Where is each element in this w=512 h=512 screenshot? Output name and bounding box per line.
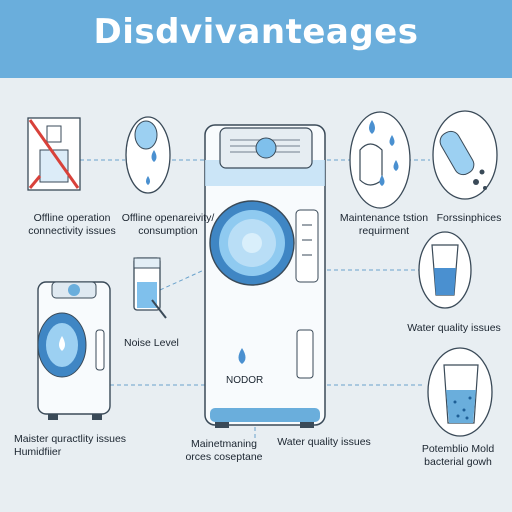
label-noise-level: Noise Level — [124, 337, 179, 349]
label-offline-openareivity-line2: consumption — [138, 224, 198, 237]
label-mainetmaning-line1: Mainetmaning — [191, 438, 257, 450]
central-humidifier — [204, 124, 326, 428]
label-mold-line2: bacterial gowh — [424, 455, 492, 468]
small-humidifier — [37, 281, 111, 420]
label-maintenance-line1: Maintenance tstion — [339, 212, 429, 224]
water-cup-icon — [418, 231, 472, 309]
mold-glass-icon — [427, 347, 493, 437]
device-drop-icon — [125, 116, 171, 194]
hand-drops-icon — [349, 111, 411, 209]
label-maister: Maister quractlity issues Humidfiier — [14, 433, 164, 458]
label-offline-operation-line2: connectivity issues — [28, 224, 116, 237]
title-banner: Disdvivanteages — [0, 0, 512, 78]
brand-label: NODOR — [226, 375, 264, 386]
tool-hand-icon — [432, 110, 498, 200]
label-offline-openareivity: Offline openareivity/ consumption — [112, 212, 224, 237]
glass-icon — [133, 257, 167, 319]
page-title: Disdvivanteages — [93, 12, 419, 52]
label-water-quality-bottom: Water quality issues — [277, 436, 371, 448]
label-maintenance-line2: requirment — [358, 224, 410, 237]
label-forssinphices: Forssinphices — [436, 212, 502, 224]
label-mainetmaning: Mainetmaning orces coseptane — [178, 438, 270, 463]
label-maintenance: Maintenance tstion requirment — [336, 212, 432, 237]
label-maister-line2: Humidfiier — [14, 445, 62, 458]
label-offline-operation-line1: Offline operation — [33, 212, 111, 224]
label-mold-line1: Potemblio Mold — [421, 443, 495, 455]
label-mainetmaning-line2: orces coseptane — [185, 450, 263, 463]
label-offline-operation: Offline operation connectivity issues — [20, 212, 124, 237]
label-maister-line1: Maister quractlity issues — [14, 433, 127, 445]
label-mold: Potemblio Mold bacterial gowh — [408, 443, 508, 468]
offline-crossed-icon — [27, 117, 81, 191]
label-offline-openareivity-line1: Offline openareivity/ — [121, 212, 215, 224]
label-water-quality-right: Water quality issues — [407, 322, 501, 334]
